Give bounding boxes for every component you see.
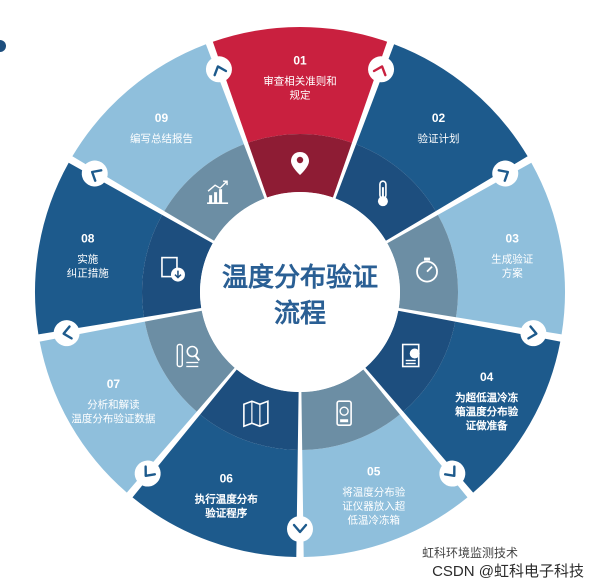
segment-09: 09 编写总结报告: [72, 44, 265, 241]
location-pin-icon: [291, 152, 309, 175]
chevron-badge-icon: [287, 516, 313, 542]
segment-06-outer: [132, 414, 298, 557]
watermark-bottom: CSDN @虹科电子科技: [432, 563, 584, 580]
center-title-line-1: 温度分布验证: [222, 262, 378, 292]
segment-01-outer: [212, 26, 388, 143]
segment-02-label-line: 验证计划: [418, 132, 460, 145]
segment-04-number: 04: [480, 370, 494, 384]
center-title-line-2: 流程: [274, 298, 326, 328]
segment-07-label-line: 温度分布验证数据: [71, 412, 155, 425]
segment-05-label-line: 证仪器放入超: [342, 500, 405, 513]
segment-04-label-line: 证做准备: [466, 419, 508, 432]
segment-01-label-line: 审查相关准则和: [263, 75, 337, 88]
document-chart-icon: [401, 343, 420, 368]
segment-07-label-line: 分析和解读: [87, 398, 140, 411]
segment-06-label-line: 验证程序: [205, 507, 247, 520]
thermometer-icon: [377, 180, 388, 207]
chevron-badge-icon: [439, 460, 466, 487]
segment-01-label-line: 规定: [290, 89, 311, 102]
segment-02-number: 02: [432, 111, 446, 125]
segment-08-label-line: 纠正措施: [67, 267, 109, 280]
chevron-badge-icon: [368, 56, 395, 83]
segment-07-inner: [144, 310, 235, 412]
chevron-badge-icon: [53, 320, 80, 347]
segment-01-number: 01: [293, 54, 307, 68]
chevron-badge-icon: [81, 160, 108, 187]
watermark-top: 虹科环境监测技术: [421, 546, 518, 560]
segment-08-outer: [34, 162, 163, 335]
segment-05-outer: [302, 414, 468, 557]
mobile-device-icon: [336, 400, 352, 427]
segment-03-label-line: 生成验证: [491, 253, 533, 266]
segment-04-label-line: 箱温度分布验: [455, 405, 518, 418]
segment-05-label-line: 低温冷冻箱: [347, 514, 400, 527]
segment-08-number: 08: [81, 232, 95, 246]
chevron-badge-icon: [492, 160, 519, 187]
segment-04-outer: [403, 321, 561, 493]
edge-marker: [0, 40, 6, 52]
segment-08-label-line: 实施: [77, 253, 98, 266]
chevron-badge-icon: [134, 460, 161, 487]
segment-06-inner: [200, 369, 299, 450]
growth-chart-icon: [207, 180, 229, 204]
segment-07-number: 07: [107, 377, 121, 391]
segment-06-label-line: 执行温度分布: [195, 493, 258, 506]
segment-03-number: 03: [506, 232, 520, 246]
analysis-icon: [176, 343, 201, 368]
segment-03-label-line: 方案: [502, 267, 523, 280]
chevron-badge-icon: [205, 56, 232, 83]
segment-09-label-line: 编写总结报告: [130, 132, 193, 145]
center-circle: [200, 192, 400, 392]
chevron-badge-icon: [520, 320, 547, 347]
segment-09-number: 09: [155, 111, 169, 125]
segment-02-outer: [356, 44, 528, 212]
segment-03-outer: [437, 162, 565, 335]
segment-05-label-line: 将温度分布验: [342, 486, 405, 499]
segment-05-number: 05: [367, 465, 381, 479]
stopwatch-icon: [416, 257, 438, 283]
segment-02: 02 验证计划: [335, 44, 528, 241]
segment-03-inner: [387, 214, 458, 318]
download-document-icon: [161, 256, 185, 282]
segment-06-number: 06: [220, 472, 234, 486]
map-icon: [243, 400, 269, 428]
segment-09-outer: [72, 44, 244, 212]
segment-04-label-line: 为超低温冷冻: [455, 391, 518, 404]
segment-07-outer: [39, 321, 197, 493]
